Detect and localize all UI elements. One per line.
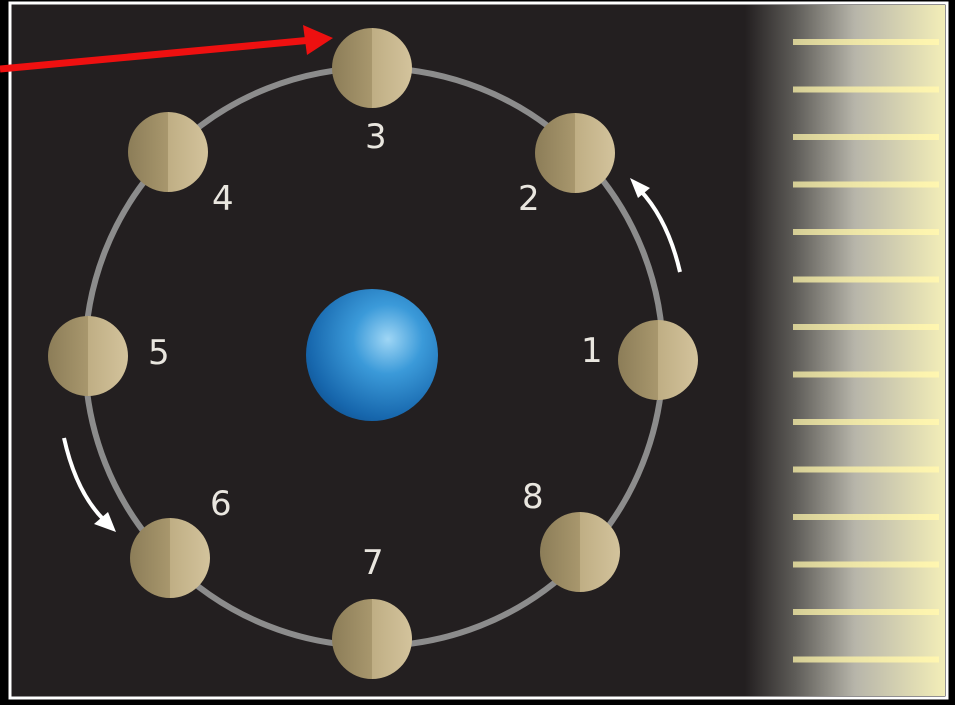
sunlight-ray (793, 656, 939, 663)
sunlight-ray (793, 609, 939, 615)
sunlight-ray (793, 419, 939, 425)
sunlight-ray (793, 561, 939, 568)
moon-phase-1 (618, 320, 698, 400)
phase-label-6: 6 (210, 484, 232, 524)
curved-arrow-icon (630, 178, 682, 273)
moon-phase-2 (535, 113, 615, 193)
curved-arrow-icon (62, 437, 116, 532)
sunlight-ray (793, 466, 939, 473)
phase-label-4: 4 (212, 179, 234, 219)
moon (48, 316, 128, 396)
moon-phase-8 (540, 512, 620, 592)
sunlight-band (745, 5, 945, 696)
sunlight-ray (793, 181, 939, 188)
moon (128, 112, 208, 192)
moon-phase-3 (332, 28, 412, 108)
phase-label-7: 7 (362, 543, 384, 583)
sunlight-ray (793, 229, 939, 235)
earth (306, 289, 438, 421)
phase-label-2: 2 (518, 179, 540, 219)
sunlight-ray (793, 276, 939, 283)
sunlight-ray (793, 39, 939, 45)
moon-phase-5 (48, 316, 128, 396)
moon (130, 518, 210, 598)
phase-label-3: 3 (365, 117, 387, 157)
phase-label-5: 5 (148, 333, 170, 373)
moon (332, 28, 412, 108)
moon (332, 599, 412, 679)
moon-phase-6 (130, 518, 210, 598)
red-arrow-icon (0, 25, 333, 73)
sunlight-ray (793, 324, 939, 330)
phase-label-1: 1 (581, 331, 603, 371)
sunlight-ray (793, 514, 939, 520)
sunlight-ray (793, 134, 939, 140)
moon-phase-7 (332, 599, 412, 679)
sunlight-rays (793, 39, 939, 663)
moon-phase-4 (128, 112, 208, 192)
sunlight-ray (793, 86, 939, 93)
moon (540, 512, 620, 592)
sunlight-ray (793, 371, 939, 378)
moon (618, 320, 698, 400)
phase-label-8: 8 (522, 477, 544, 517)
moon (535, 113, 615, 193)
